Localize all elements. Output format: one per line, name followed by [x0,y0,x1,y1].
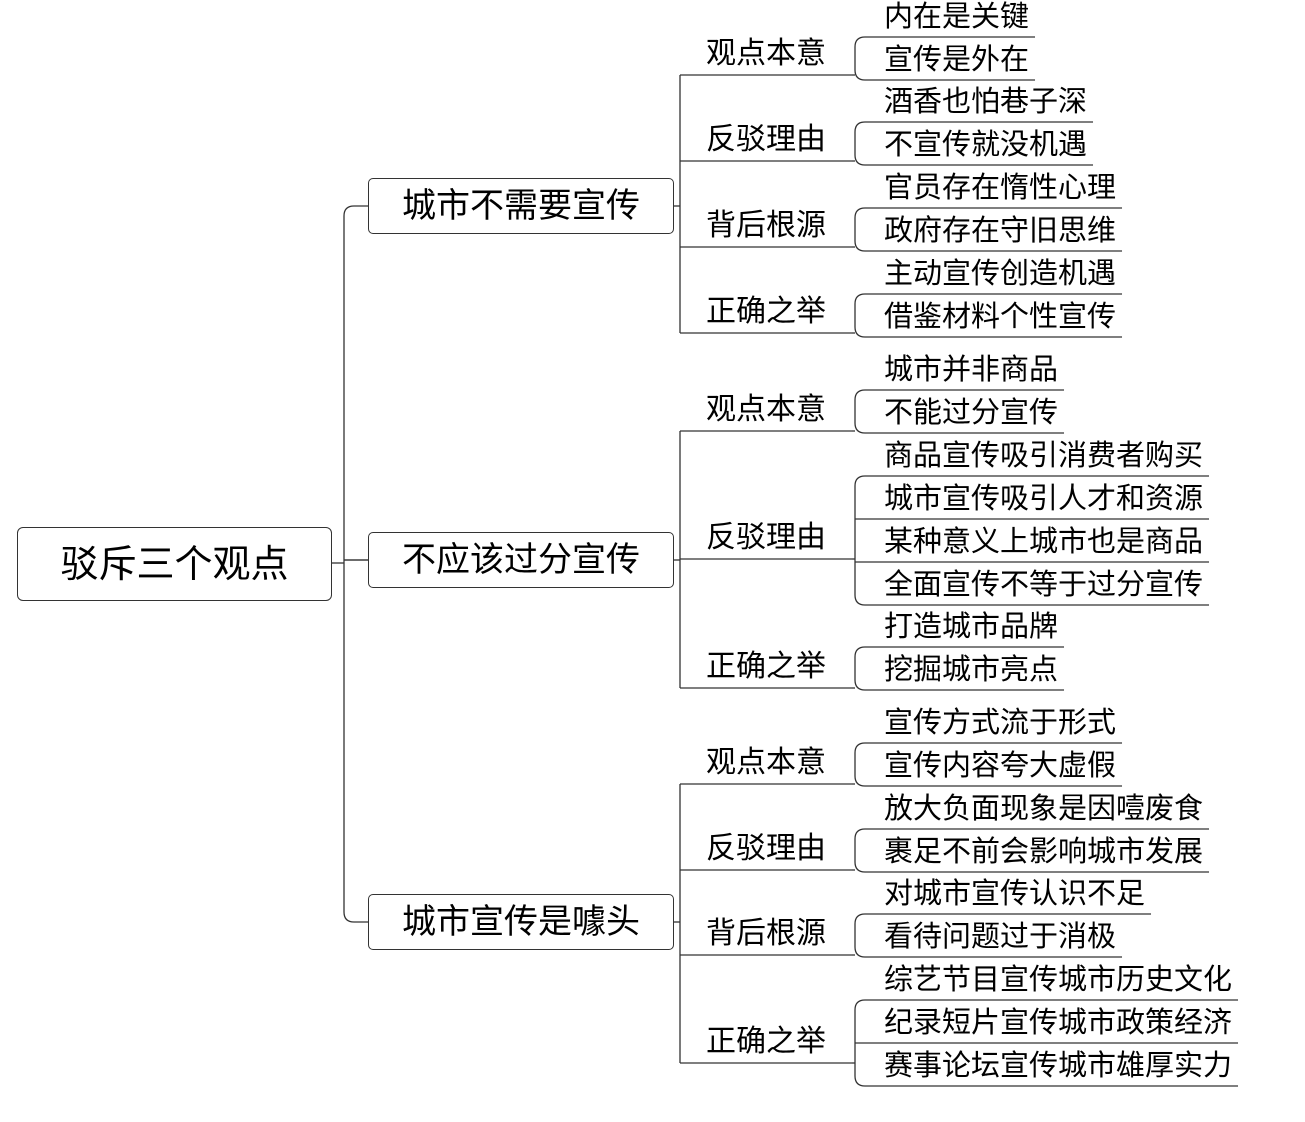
topic-node: 不应该过分宣传 [368,532,674,588]
leaf-underline [854,325,1123,338]
leaf-item: 某种意义上城市也是商品 [884,524,1204,558]
topic-node: 城市不需要宣传 [368,178,674,234]
topic-connector [343,205,368,217]
leaf-underline [854,36,1036,49]
sub-node-label: 反驳理由 [706,122,826,157]
leaf-underline [854,646,1065,659]
leaf-item: 不能过分宣传 [884,395,1059,429]
leaf-item: 不宣传就没机遇 [884,127,1088,161]
leaf-underline [854,678,1065,691]
leaf-item: 看待问题过于消极 [884,919,1117,953]
leaf-item: 宣传内容夸大虚假 [884,748,1117,782]
sub-node-label: 观点本意 [706,36,826,71]
leaf-item: 综艺节目宣传城市历史文化 [884,962,1233,996]
leaf-underline [854,68,1036,81]
leaf-item: 挖掘城市亮点 [884,652,1059,686]
leaf-item: 酒香也怕巷子深 [884,84,1088,118]
leaf-item: 裹足不前会影响城市发展 [884,834,1204,868]
leaf-underline [854,153,1094,166]
leaf-underline [854,999,1239,1012]
topic-connector [343,911,368,923]
leaf-underline [854,421,1065,434]
leaf-item: 借鉴材料个性宣传 [884,299,1117,333]
leaf-item: 政府存在守旧思维 [884,213,1117,247]
sub-node-label: 反驳理由 [706,831,826,866]
leaf-item: 宣传是外在 [884,42,1030,76]
leaf-item: 赛事论坛宣传城市雄厚实力 [884,1048,1233,1082]
leaf-underline [854,828,1210,841]
leaf-item: 城市并非商品 [884,352,1059,386]
sub-node-label: 观点本意 [706,745,826,780]
sub-node-label: 正确之举 [706,294,826,329]
leaf-item: 城市宣传吸引人才和资源 [884,481,1204,515]
leaf-item: 对城市宣传认识不足 [884,876,1146,910]
root-node: 驳斥三个观点 [17,527,332,601]
sub-node-label: 反驳理由 [706,520,826,555]
leaf-underline [854,593,1210,606]
leaf-item: 商品宣传吸引消费者购买 [884,438,1204,472]
sub-node-label: 正确之举 [706,649,826,684]
leaf-underline [854,207,1123,220]
leaf-underline [854,1074,1239,1087]
sub-node-label: 观点本意 [706,392,826,427]
leaf-underline [854,293,1123,306]
sub-node-label: 背后根源 [706,208,826,243]
leaf-item: 放大负面现象是因噎废食 [884,791,1204,825]
leaf-underline [854,121,1094,134]
sub-node-label: 背后根源 [706,916,826,951]
leaf-underline [854,239,1123,252]
topic-node: 城市宣传是噱头 [368,894,674,950]
leaf-underline [854,774,1123,787]
sub-node-label: 正确之举 [706,1024,826,1059]
leaf-item: 主动宣传创造机遇 [884,256,1117,290]
leaf-underline [854,389,1065,402]
leaf-underline [854,742,1123,755]
leaf-underline [854,860,1210,873]
leaf-item: 全面宣传不等于过分宣传 [884,567,1204,601]
leaf-underline [854,913,1152,926]
leaf-item: 宣传方式流于形式 [884,705,1117,739]
leaf-underline [854,945,1123,958]
leaf-item: 打造城市品牌 [884,609,1059,643]
leaf-item: 内在是关键 [884,0,1030,33]
leaf-underline [854,475,1210,488]
leaf-item: 官员存在惰性心理 [884,170,1117,204]
leaf-item: 纪录短片宣传城市政策经济 [884,1005,1233,1039]
